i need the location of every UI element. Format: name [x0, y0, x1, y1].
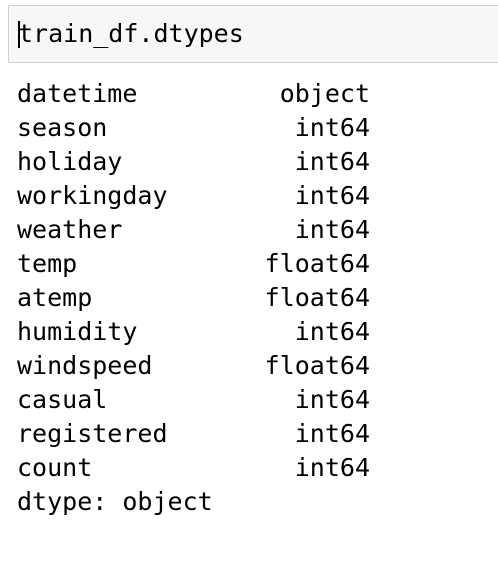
column-name: casual	[17, 385, 108, 414]
column-name: datetime	[17, 79, 138, 108]
dtype-row: season int64	[17, 111, 370, 145]
dtype-row: casual int64	[17, 383, 370, 417]
column-name: workingday	[17, 181, 168, 210]
dtype-row: workingday int64	[17, 179, 370, 213]
dtype-row: count int64	[17, 451, 370, 485]
cell-output: datetime object season int64 holiday int…	[17, 77, 370, 519]
column-dtype: float64	[264, 351, 370, 380]
column-dtype: object	[279, 79, 370, 108]
column-name: atemp	[17, 283, 93, 312]
column-dtype: int64	[294, 317, 370, 346]
column-dtype: int64	[294, 181, 370, 210]
dtype-row: holiday int64	[17, 145, 370, 179]
dtype-row: windspeed float64	[17, 349, 370, 383]
column-dtype: int64	[294, 147, 370, 176]
dtype-row: datetime object	[17, 77, 370, 111]
code-text[interactable]: train_df.dtypes	[18, 19, 244, 48]
dtype-footer: dtype: object	[17, 485, 213, 519]
dtype-row: registered int64	[17, 417, 370, 451]
column-name: registered	[17, 419, 168, 448]
dtype-summary: dtype: object	[17, 487, 213, 516]
code-input-cell[interactable]: train_df.dtypes	[8, 5, 498, 63]
dtype-row: temp float64	[17, 247, 370, 281]
column-dtype: int64	[294, 113, 370, 142]
text-cursor	[18, 21, 20, 48]
column-dtype: float64	[264, 283, 370, 312]
dtype-row: humidity int64	[17, 315, 370, 349]
column-name: humidity	[17, 317, 138, 346]
column-name: holiday	[17, 147, 123, 176]
column-name: season	[17, 113, 108, 142]
dtype-row: atemp float64	[17, 281, 370, 315]
column-name: windspeed	[17, 351, 153, 380]
column-dtype: int64	[294, 419, 370, 448]
column-name: temp	[17, 249, 78, 278]
column-dtype: int64	[294, 215, 370, 244]
dtype-row: weather int64	[17, 213, 370, 247]
column-name: weather	[17, 215, 123, 244]
column-dtype: int64	[294, 385, 370, 414]
column-dtype: float64	[264, 249, 370, 278]
column-name: count	[17, 453, 93, 482]
column-dtype: int64	[294, 453, 370, 482]
